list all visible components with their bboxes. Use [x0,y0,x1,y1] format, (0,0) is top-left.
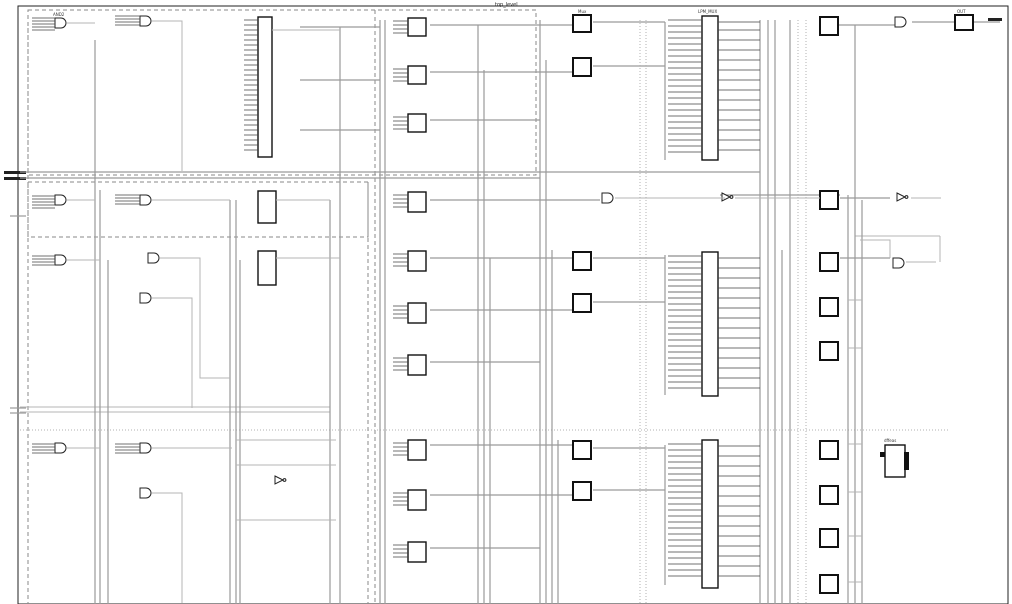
misc-wires [67,20,941,603]
schematic-frame [17,5,1009,604]
reg-mux-column [393,17,427,563]
gate-pin-stubs [32,15,140,454]
not-gate [896,192,909,202]
and-gate [139,194,152,206]
vertical-wires [94,20,863,604]
and-gate [892,257,905,269]
and-gate [894,16,907,28]
dff-label: dffeas [884,438,896,443]
lpm-mux-block [701,15,719,161]
output-stage: OUT dffeas [880,9,1002,478]
mux-block [572,57,592,77]
lpm-mux-block [701,251,719,397]
mux-block [572,251,592,271]
mux-block [572,481,592,501]
and-gate [54,442,67,454]
mux-block [819,528,839,548]
lpm-mux-blocks: LPM_MUX [668,9,760,589]
mux-block [572,14,592,33]
lpm-mux-block [701,439,719,589]
mux-label: Mux [578,9,587,14]
svg-text:AND2: AND2 [53,12,65,17]
mux-column: Mux [572,9,592,501]
right-mux-column [819,16,839,594]
mux-block [819,341,839,361]
and-gate [139,15,152,27]
and-gate [139,487,152,499]
not-gate [721,192,734,202]
and-gate [139,292,152,304]
and-gate [147,252,160,264]
mux-block [572,440,592,460]
output-label: OUT [957,9,966,14]
not-gate [274,475,287,485]
register-bank [244,16,277,286]
mux-block [572,293,592,313]
and-gate [54,194,67,206]
bus-wires [20,21,1000,549]
mux-block [819,252,839,272]
mux-block [819,190,839,210]
and-gate [601,192,614,204]
dashed-groups [27,9,537,604]
and-gate: AND2 [53,12,67,29]
mux-block [819,297,839,317]
mux-block [819,485,839,505]
and-gate [54,254,67,266]
schematic-title: top_level [495,2,518,8]
output-buffer [954,14,974,31]
dff-register [884,444,906,478]
mux-block [819,16,839,36]
and-gate [139,442,152,454]
mux-block [819,440,839,460]
input-ports [4,171,26,414]
mux-block [819,574,839,594]
left-gates: AND2 [53,12,909,499]
lpm-mux-label: LPM_MUX [698,9,717,14]
